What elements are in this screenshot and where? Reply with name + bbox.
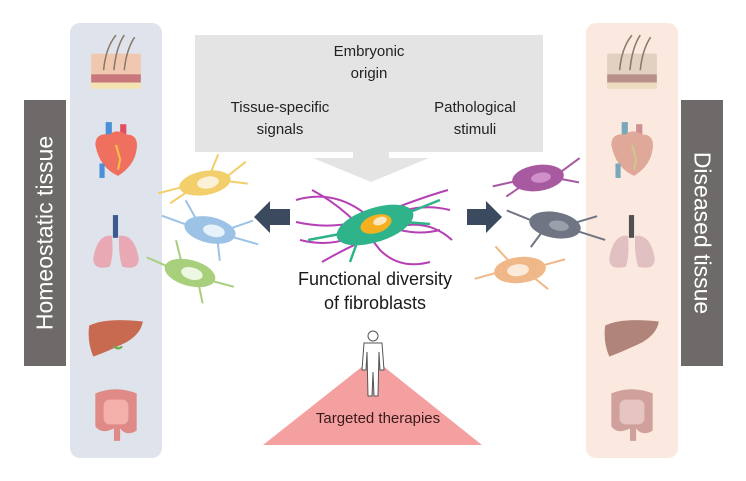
- diseased-tissue-panel: [586, 23, 678, 458]
- fibroblast-green: [146, 240, 235, 304]
- embryonic-origin-label: Embryonic origin: [319, 41, 419, 85]
- functional-diversity-caption: Functional diversity of fibroblasts: [275, 267, 475, 315]
- lung-icon: [609, 215, 655, 268]
- arrow-right-icon: [467, 201, 502, 233]
- intestine-icon: [611, 389, 653, 441]
- influence-arrow-stem: [353, 152, 389, 158]
- homeostatic-tissue-panel: [70, 23, 162, 458]
- liver-icon: [604, 320, 659, 357]
- heart-icon: [95, 122, 137, 178]
- tissue-specific-signals-label: Tissue-specific signals: [215, 97, 345, 141]
- fibroblast-gray: [506, 209, 606, 248]
- fibroblast-purple: [492, 157, 581, 198]
- heart-icon: [611, 122, 653, 178]
- pathological-stimuli-line2: stimuli: [453, 121, 497, 138]
- intestine-icon: [95, 389, 137, 441]
- targeted-therapies-label: Targeted therapies: [315, 410, 441, 427]
- pathological-stimuli-label: Pathological stimuli: [417, 97, 533, 141]
- lung-icon: [93, 215, 139, 268]
- tissue-signals-line1: Tissue-specific: [230, 99, 330, 116]
- caption-line2: of fibroblasts: [323, 293, 427, 313]
- fibroblast-orange: [474, 245, 566, 290]
- pathological-stimuli-line1: Pathological: [434, 99, 516, 116]
- caption-line1: Functional diversity: [297, 269, 453, 289]
- central-fibroblast: [295, 189, 453, 266]
- diseased-tissue-label: Diseased tissue: [681, 100, 723, 366]
- embryonic-origin-line2: origin: [350, 65, 388, 82]
- arrow-left-icon: [254, 201, 290, 233]
- skin-icon: [91, 34, 141, 89]
- targeted-therapies-triangle: [263, 358, 482, 445]
- influence-arrow-head: [313, 158, 429, 182]
- tissue-signals-line2: signals: [256, 121, 304, 138]
- embryonic-origin-line1: Embryonic: [333, 43, 405, 60]
- fibroblast-blue: [161, 199, 259, 261]
- influences-box: Embryonic origin Tissue-specific signals…: [195, 35, 543, 152]
- liver-icon: [88, 320, 143, 357]
- fibroblast-yellow: [157, 153, 248, 205]
- skin-icon: [607, 34, 657, 89]
- homeostatic-tissue-label: Homeostatic tissue: [24, 100, 66, 366]
- human-figure-icon: [361, 330, 385, 397]
